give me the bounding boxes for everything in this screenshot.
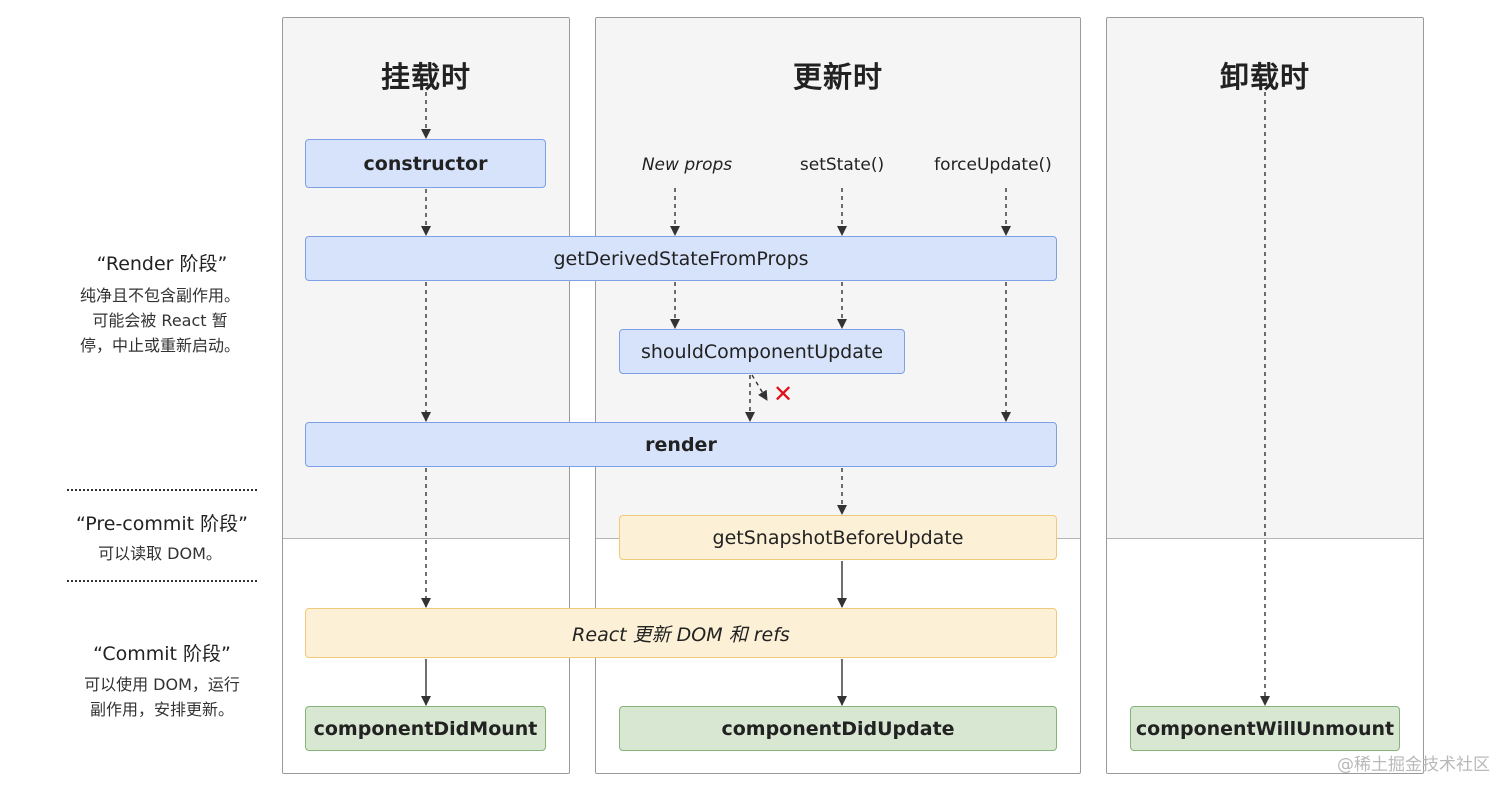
commit-phase-desc-line: 副作用，安排更新。	[89, 700, 234, 719]
component-did-update-box: componentDidUpdate	[619, 706, 1057, 751]
constructor-box: constructor	[305, 139, 546, 188]
render-phase-desc-line: 停，中止或重新启动。	[79, 336, 240, 355]
get-snapshot-before-update-box: getSnapshotBeforeUpdate	[619, 515, 1057, 560]
render-phase-title: “Render 阶段”	[96, 253, 228, 275]
precommit-phase-description: 可以读取 DOM。	[60, 541, 260, 566]
trigger-new-props: New props	[641, 155, 733, 175]
trigger-set-state: setState()	[799, 155, 885, 175]
render-phase-desc-line: 可能会被 React 暂	[92, 311, 228, 330]
cancel-icon: ✕	[773, 380, 794, 408]
component-did-mount-box: componentDidMount	[305, 706, 546, 751]
commit-phase-desc-line: 可以使用 DOM，运行	[84, 675, 240, 694]
should-component-update-box: shouldComponentUpdate	[619, 329, 905, 374]
trigger-force-update: forceUpdate()	[934, 155, 1052, 175]
render-phase-description: 纯净且不包含副作用。 可能会被 React 暂 停，中止或重新启动。	[60, 283, 260, 358]
render-phase-desc-line: 纯净且不包含副作用。	[79, 286, 240, 305]
mount-column-title: 挂载时	[380, 60, 471, 94]
update-column: 更新时	[595, 17, 1081, 774]
commit-phase-description: 可以使用 DOM，运行 副作用，安排更新。	[62, 672, 262, 722]
precommit-phase-title: “Pre-commit 阶段”	[75, 513, 249, 535]
unmount-column: 卸载时	[1106, 17, 1424, 774]
precommit-phase-desc-line: 可以读取 DOM。	[98, 544, 222, 563]
watermark: @稀土掘金技术社区	[1337, 755, 1490, 775]
commit-phase-title: “Commit 阶段”	[93, 643, 231, 665]
react-updates-dom-box: React 更新 DOM 和 refs	[305, 608, 1057, 658]
unmount-column-title: 卸载时	[1219, 60, 1310, 94]
render-box: render	[305, 422, 1057, 467]
phase-divider	[67, 580, 257, 582]
component-will-unmount-box: componentWillUnmount	[1130, 706, 1400, 751]
update-column-title: 更新时	[792, 60, 883, 94]
get-derived-state-from-props-box: getDerivedStateFromProps	[305, 236, 1057, 281]
phase-divider	[67, 489, 257, 491]
mount-column: 挂载时	[282, 17, 570, 774]
unmount-column-render-area	[1107, 18, 1423, 539]
